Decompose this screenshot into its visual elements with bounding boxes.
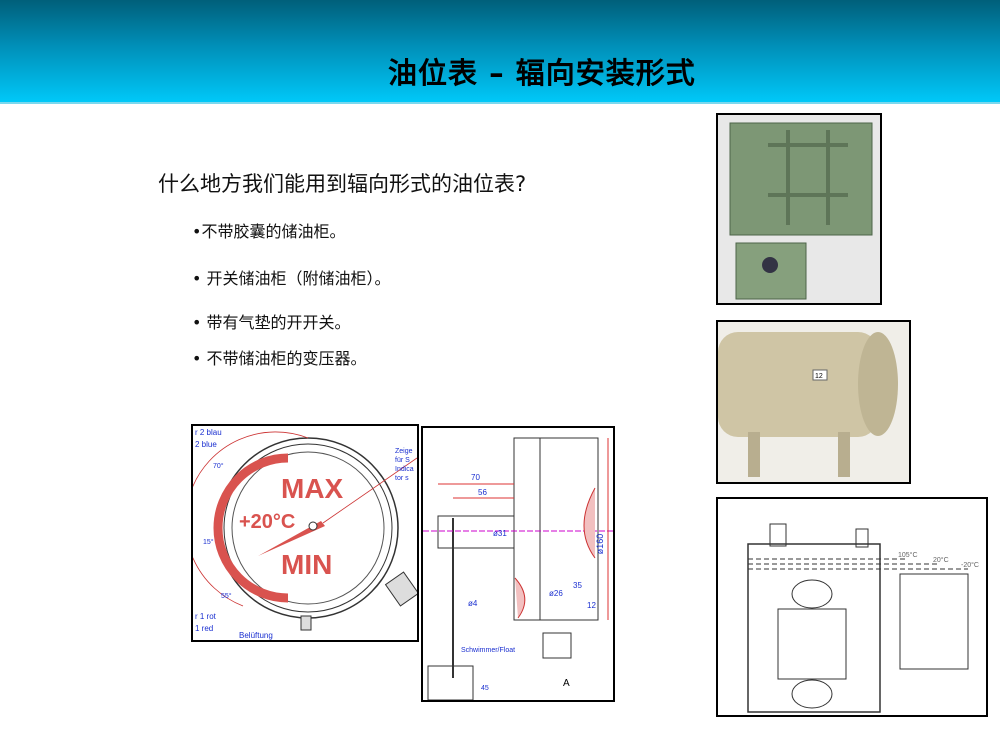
float-label: Schwimmer/Float <box>461 647 515 654</box>
dim-label-diameter-160: ø160 <box>595 534 605 555</box>
angle-label: 70° <box>213 462 224 470</box>
dim-label: 45 <box>481 685 489 692</box>
angle-label: 15° <box>203 538 214 546</box>
red-label-en: 1 red <box>195 624 213 633</box>
gauge-max-label: MAX <box>281 473 344 504</box>
dim-label: ø26 <box>549 589 563 598</box>
vent-label: Belüftung <box>239 631 273 640</box>
blue-label-de: r 2 blau <box>195 428 222 437</box>
pointer-note: tor s <box>395 475 409 482</box>
blue-label-en: 2 blue <box>195 440 217 449</box>
level-label: 20°C <box>933 556 949 564</box>
dim-label: ø4 <box>468 599 478 608</box>
angle-label: 55° <box>221 592 232 600</box>
red-label-de: r 1 rot <box>195 612 217 621</box>
bullet-item: • 不带储油柜的变压器。 <box>192 349 367 368</box>
gauge-side-drawing: 70 56 ø31 ø160 ø26 35 12 ø4 45 Schwimmer… <box>421 426 615 702</box>
transformer-drawing: 105°C 20°C -20°C <box>716 497 988 717</box>
bullet-item: • 带有气垫的开开关。 <box>192 313 351 332</box>
title-banner: 油位表 – 辐向安装形式 <box>0 0 1000 104</box>
pointer-note: Zeige <box>395 448 413 455</box>
dim-label: ø31 <box>493 529 507 538</box>
gauge-front-drawing: MAX +20°C MIN r 2 blau 2 blue r 1 rot 1 … <box>191 424 419 642</box>
view-label: A <box>563 678 570 689</box>
level-label: -20°C <box>961 561 979 569</box>
tank-photo: 12 <box>716 320 911 484</box>
bullet-item: • 开关储油柜（附储油柜）。 <box>192 269 391 288</box>
pointer-note: für S <box>395 457 410 464</box>
gauge-min-label: MIN <box>281 549 332 580</box>
pointer-note: Indica <box>395 466 414 473</box>
dim-label: 56 <box>478 488 487 497</box>
gauge-temp-label: +20°C <box>239 511 295 533</box>
conservator-photo <box>716 113 882 305</box>
bullet-item: •不带胶囊的储油柜。 <box>192 222 346 241</box>
dim-label: 35 <box>573 581 582 590</box>
dim-label: 70 <box>471 473 480 482</box>
question-heading: 什么地方我们能用到辐向形式的油位表? <box>158 172 527 196</box>
level-label: 105°C <box>898 551 918 559</box>
dim-label: 12 <box>587 601 596 610</box>
tank-tag-label: 12 <box>815 373 823 380</box>
page-title: 油位表 – 辐向安装形式 <box>388 56 696 90</box>
